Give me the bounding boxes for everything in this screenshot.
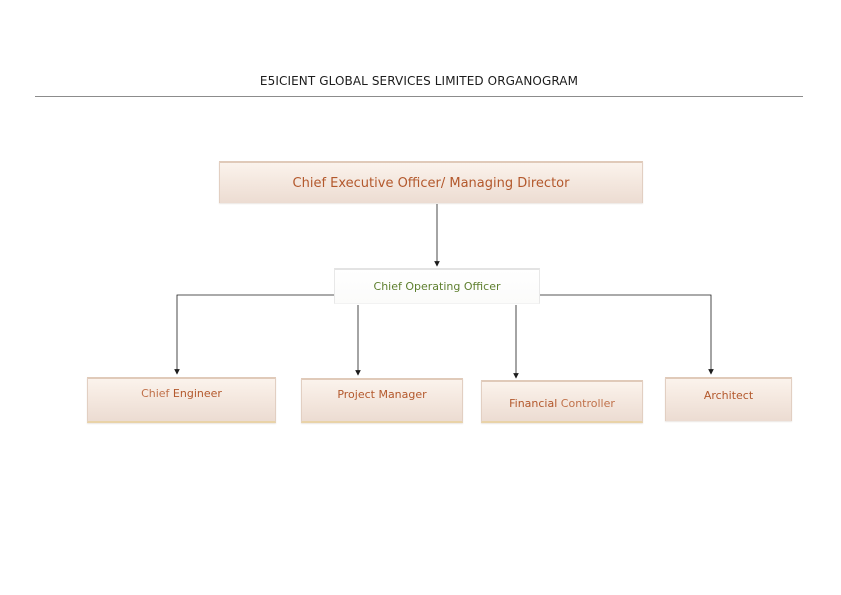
chief-engineer-label-part2: Engineer xyxy=(172,386,222,400)
financial-controller-box: Financial Controller xyxy=(481,380,643,423)
financial-controller-label-part1: Financial xyxy=(509,397,561,410)
chief-engineer-box: Chief Engineer xyxy=(87,377,276,423)
coo-box: Chief Operating Officer xyxy=(334,268,540,304)
coo-to-architect-arrow xyxy=(540,294,714,375)
ceo-label: Chief Executive Officer/ Managing Direct… xyxy=(292,175,570,191)
project-manager-label: Project Manager xyxy=(337,388,426,413)
financial-controller-label-part2: Controller xyxy=(560,397,615,410)
project-manager-label-part2: Manager xyxy=(378,388,427,401)
coo-to-chief-engineer-arrow xyxy=(174,294,334,375)
architect-label: Architect xyxy=(704,389,753,412)
project-manager-label-part1: Project xyxy=(337,388,379,401)
page-title: E5ICIENT GLOBAL SERVICES LIMITED ORGANOG… xyxy=(259,74,579,88)
ceo-box: Chief Executive Officer/ Managing Direct… xyxy=(219,161,643,203)
architect-label-part2: Architect xyxy=(703,388,754,402)
financial-controller-label: Financial Controller xyxy=(509,393,615,410)
chief-engineer-label: Chief Engineer xyxy=(141,387,222,414)
coo-label: Chief Operating Officer xyxy=(373,280,501,293)
chief-engineer-label-part1: Chief xyxy=(141,386,173,400)
architect-box: Architect xyxy=(665,377,792,421)
title-divider xyxy=(35,96,803,97)
project-manager-box: Project Manager xyxy=(301,378,463,423)
